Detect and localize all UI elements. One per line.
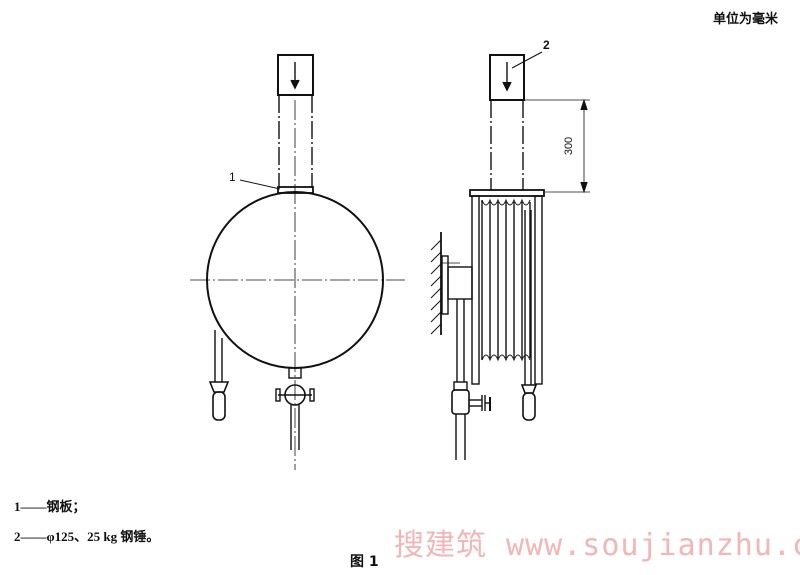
unit-note: 单位为毫米 [712,12,778,27]
watermark: 搜建筑 www.soujianzhu.cn [394,528,800,563]
legend-item-2: 2——φ125、25 kg 钢锤。 [14,529,160,544]
figure-caption: 图 1 [350,554,379,570]
arrow-down-icon [502,62,512,92]
legend-item-1: 1——钢板； [14,499,86,514]
weight-box-side [489,54,525,101]
front-view [190,54,405,470]
side-view [430,51,590,460]
callout-2: 2 [543,38,550,52]
weight-box [277,54,314,96]
steel-plate-side [469,189,545,197]
arrow-down-icon [290,62,300,90]
dimension-label: 300 [563,136,576,156]
callout-1: 1 [229,170,236,184]
